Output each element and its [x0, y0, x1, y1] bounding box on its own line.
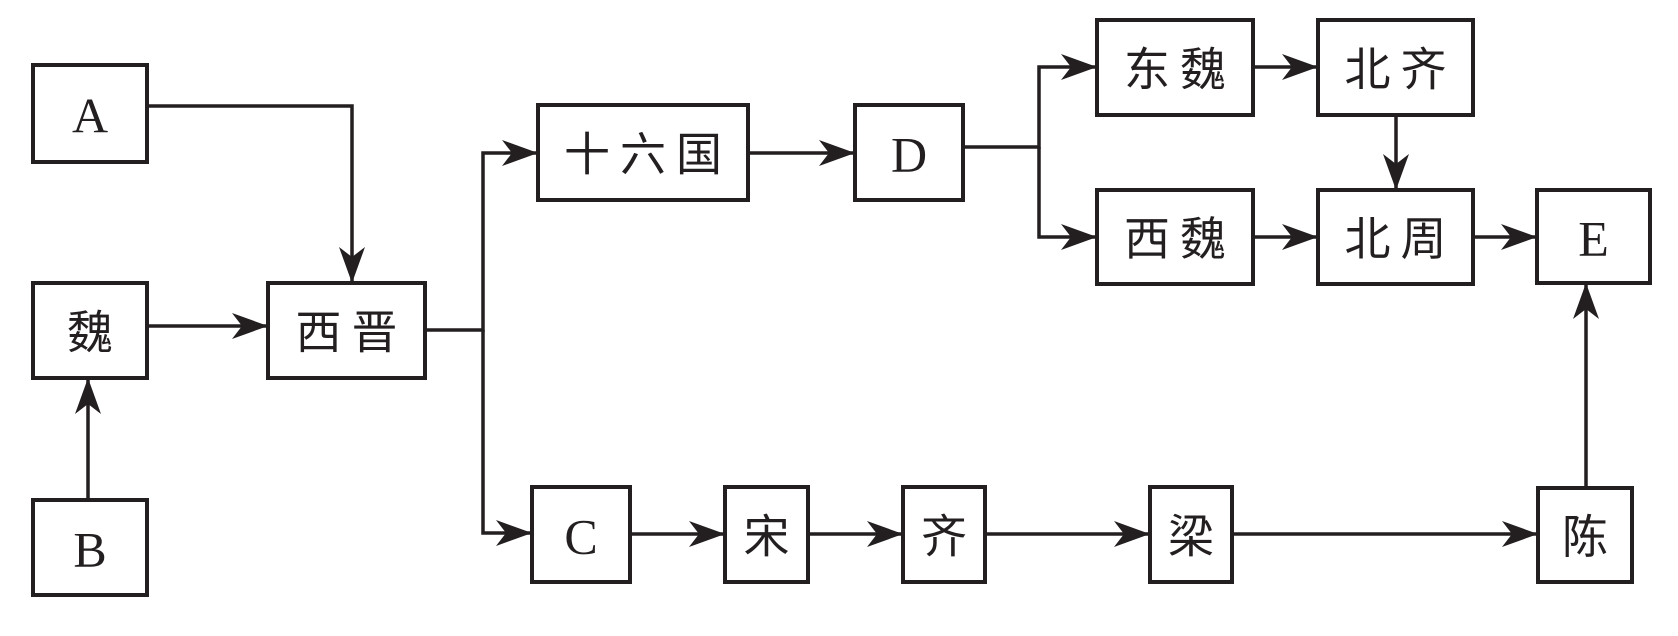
node-qi: 齐 [901, 485, 987, 584]
node-C: C [530, 485, 632, 584]
node-chen: 陈 [1536, 486, 1634, 584]
edge-D-to-dongwei [963, 54, 1097, 149]
edge-D-to-xiwei [1037, 147, 1097, 250]
node-box [31, 281, 149, 380]
connector-line [1037, 147, 1097, 239]
node-box [1535, 188, 1652, 285]
edge-B-to-wei [75, 378, 101, 500]
edge-chen-to-E [1573, 283, 1599, 488]
node-A: A [31, 63, 149, 164]
node-label: B [73, 522, 106, 578]
node-box [530, 485, 632, 584]
arrowhead-icon [496, 520, 532, 546]
node-B: B [31, 498, 149, 597]
edge-xijin-to-shiliuguo [425, 140, 538, 332]
node-label: 陈 [1562, 510, 1618, 564]
arrowhead-icon [339, 247, 365, 283]
edges-layer [75, 54, 1599, 547]
edge-xijin-to-C [481, 330, 532, 546]
node-label: 北齐 [1345, 43, 1457, 97]
node-label: 宋 [744, 510, 800, 564]
edge-qi-to-liang [985, 521, 1150, 547]
edge-dongwei-to-beiqi [1253, 54, 1318, 80]
node-wei: 魏 [31, 281, 149, 380]
edge-beizhou-to-E [1473, 224, 1537, 250]
node-box [1095, 18, 1255, 117]
connector-line [963, 65, 1097, 149]
node-label: 西魏 [1124, 212, 1236, 266]
connector-line [481, 330, 532, 535]
arrowhead-icon [1114, 521, 1150, 547]
arrowhead-icon [1061, 54, 1097, 80]
edge-xiwei-to-beizhou [1253, 224, 1318, 250]
node-song: 宋 [723, 485, 810, 584]
node-box [31, 63, 149, 164]
arrowhead-icon [75, 378, 101, 414]
node-label: 齐 [921, 510, 977, 564]
arrowhead-icon [867, 521, 903, 547]
node-label: C [564, 509, 597, 565]
node-label: E [1578, 211, 1609, 267]
edge-beiqi-to-beizhou [1383, 115, 1409, 190]
node-xijin: 西晋 [266, 281, 427, 380]
node-box [1095, 188, 1255, 286]
arrowhead-icon [689, 521, 725, 547]
node-beiqi: 北齐 [1316, 18, 1475, 117]
node-label: 北周 [1345, 212, 1457, 266]
node-label: 十六国 [564, 128, 732, 182]
node-label: 东魏 [1124, 43, 1236, 97]
node-liang: 梁 [1148, 485, 1234, 584]
node-D: D [853, 103, 965, 202]
arrowhead-icon [1501, 224, 1537, 250]
node-shiliuguo: 十六国 [536, 103, 750, 202]
edge-shiliuguo-to-D [748, 140, 855, 166]
arrowhead-icon [819, 140, 855, 166]
node-xiwei: 西魏 [1095, 188, 1255, 286]
arrowhead-icon [1502, 521, 1538, 547]
node-box [1316, 18, 1475, 117]
edge-liang-to-chen [1232, 521, 1538, 547]
arrowhead-icon [502, 140, 538, 166]
arrowhead-icon [1282, 224, 1318, 250]
edge-song-to-qi [808, 521, 903, 547]
node-box [1316, 188, 1475, 286]
node-box [266, 281, 427, 380]
node-label: 梁 [1168, 510, 1224, 564]
edge-A-to-xijin [147, 104, 365, 283]
node-box [723, 485, 810, 584]
edge-wei-to-xijin [147, 313, 268, 339]
node-box [1148, 485, 1234, 584]
node-E: E [1535, 188, 1652, 285]
arrowhead-icon [1573, 283, 1599, 319]
node-label: 西晋 [296, 306, 408, 360]
node-label: D [891, 127, 927, 183]
connector-line [147, 104, 354, 283]
node-box [31, 498, 149, 597]
arrowhead-icon [232, 313, 268, 339]
node-label: A [72, 88, 108, 144]
node-beizhou: 北周 [1316, 188, 1475, 286]
node-box [901, 485, 987, 584]
node-box [853, 103, 965, 202]
arrowhead-icon [1061, 224, 1097, 250]
edge-C-to-song [630, 521, 725, 547]
connector-line [425, 151, 538, 332]
node-dongwei: 东魏 [1095, 18, 1255, 117]
arrowhead-icon [1282, 54, 1318, 80]
arrowhead-icon [1383, 154, 1409, 190]
node-box [1536, 486, 1634, 584]
node-box [536, 103, 750, 202]
node-label: 魏 [67, 306, 123, 360]
